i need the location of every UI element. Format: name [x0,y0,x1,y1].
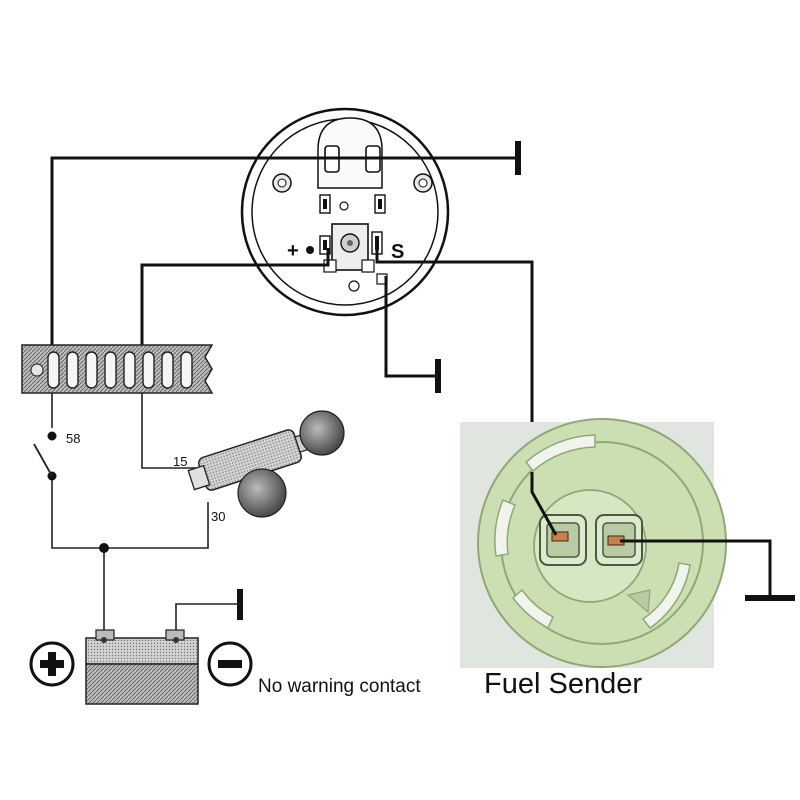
wire-switch-to-bus [51,476,209,549]
terminal-15-label: 15 [173,454,187,469]
terminal-30-label: 30 [211,509,225,524]
fuse-connector-strip [21,344,214,394]
wire-gauge-supply [140,248,330,358]
fuel-sender-title: Fuel Sender [484,668,642,700]
wire-battery-ground [175,603,240,636]
battery [29,629,253,705]
gauge-rear-view: + S [240,107,450,317]
ignition-key-head [299,410,345,456]
wire-connector-to-15 [141,392,200,469]
fuel-sender [460,418,727,668]
gauge-plus-label: + [287,240,299,262]
ignition-knob [237,468,287,518]
ignition-switch: 15 30 [173,410,345,524]
junction-dot [99,543,109,553]
sender-terminal-left [539,514,587,566]
light-switch: 58 [33,431,80,481]
wire-gauge-ground [384,276,438,378]
gauge-s-label: S [391,241,404,263]
terminal-58-label: 58 [66,431,80,446]
wire-illumination [50,156,518,358]
no-warning-contact-note: No warning contact [258,676,421,697]
